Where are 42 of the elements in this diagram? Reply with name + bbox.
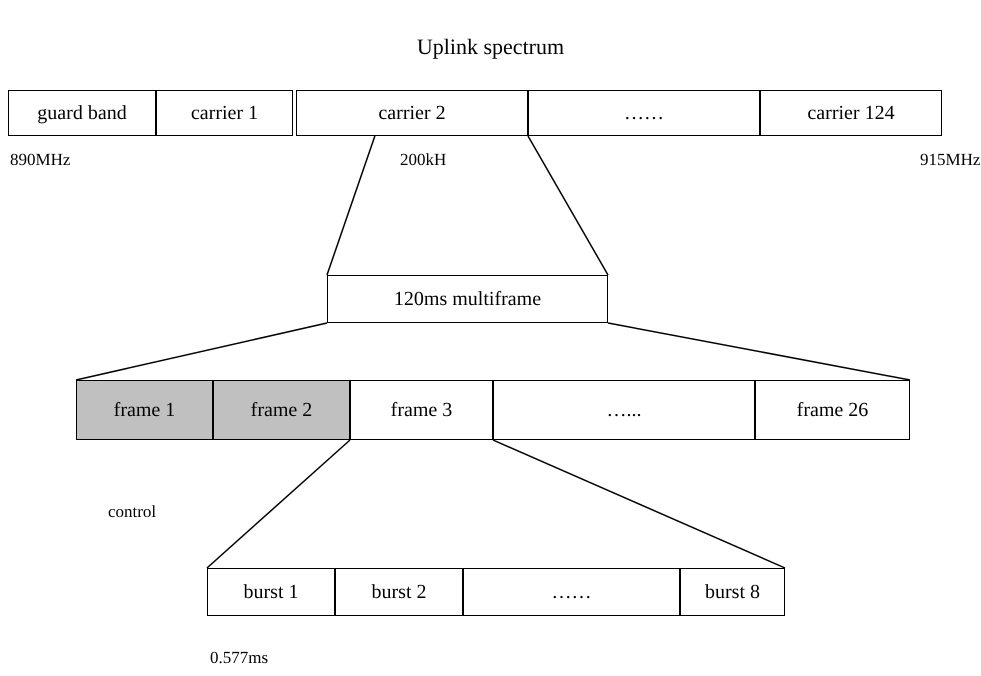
expansion-line (76, 322, 328, 381)
expansion-line (326, 136, 376, 276)
burst-cell (207, 568, 335, 616)
frame-cell (493, 380, 755, 440)
bandwidth-label: 200kH (400, 150, 446, 170)
spectrum-cell (296, 90, 528, 136)
cell-text: …… (624, 102, 664, 124)
spectrum-cell (156, 90, 293, 136)
duration-label: 0.577ms (210, 648, 268, 668)
burst-cell (335, 568, 463, 616)
expansion-line (608, 322, 910, 381)
cell-text: …… (552, 580, 592, 604)
cell-text: carrier 124 (807, 102, 895, 124)
cell-text: frame 26 (796, 398, 868, 422)
spectrum-cell (760, 90, 942, 136)
burst-cell (680, 568, 785, 616)
frequency-label: 890MHz (10, 150, 70, 170)
cell-text: frame 3 (390, 398, 452, 422)
expansion-line (492, 439, 786, 569)
expansion-line (206, 439, 350, 569)
cell-text: burst 1 (244, 580, 298, 604)
cell-text: burst 2 (372, 580, 426, 604)
cell-text: guard band (37, 102, 127, 124)
burst-cell (463, 568, 680, 616)
frequency-label: 915MHz (920, 150, 980, 170)
cell-text: 120ms multiframe (394, 288, 542, 310)
note-label: control (108, 502, 156, 522)
frame-cell (755, 380, 910, 440)
frame-cell (213, 380, 350, 440)
spectrum-cell (8, 90, 156, 136)
expansion-line (527, 136, 609, 276)
multiframe-box (327, 275, 608, 323)
diagram-title: Uplink spectrum (416, 34, 566, 60)
cell-text: …... (606, 398, 642, 422)
cell-text: carrier 2 (378, 102, 446, 124)
cell-text: carrier 1 (190, 102, 258, 124)
frame-cell (350, 380, 493, 440)
frame-cell (76, 380, 213, 440)
cell-text: frame 2 (250, 398, 312, 422)
cell-text: burst 8 (705, 580, 760, 604)
spectrum-cell (528, 90, 760, 136)
cell-text: frame 1 (114, 398, 176, 422)
